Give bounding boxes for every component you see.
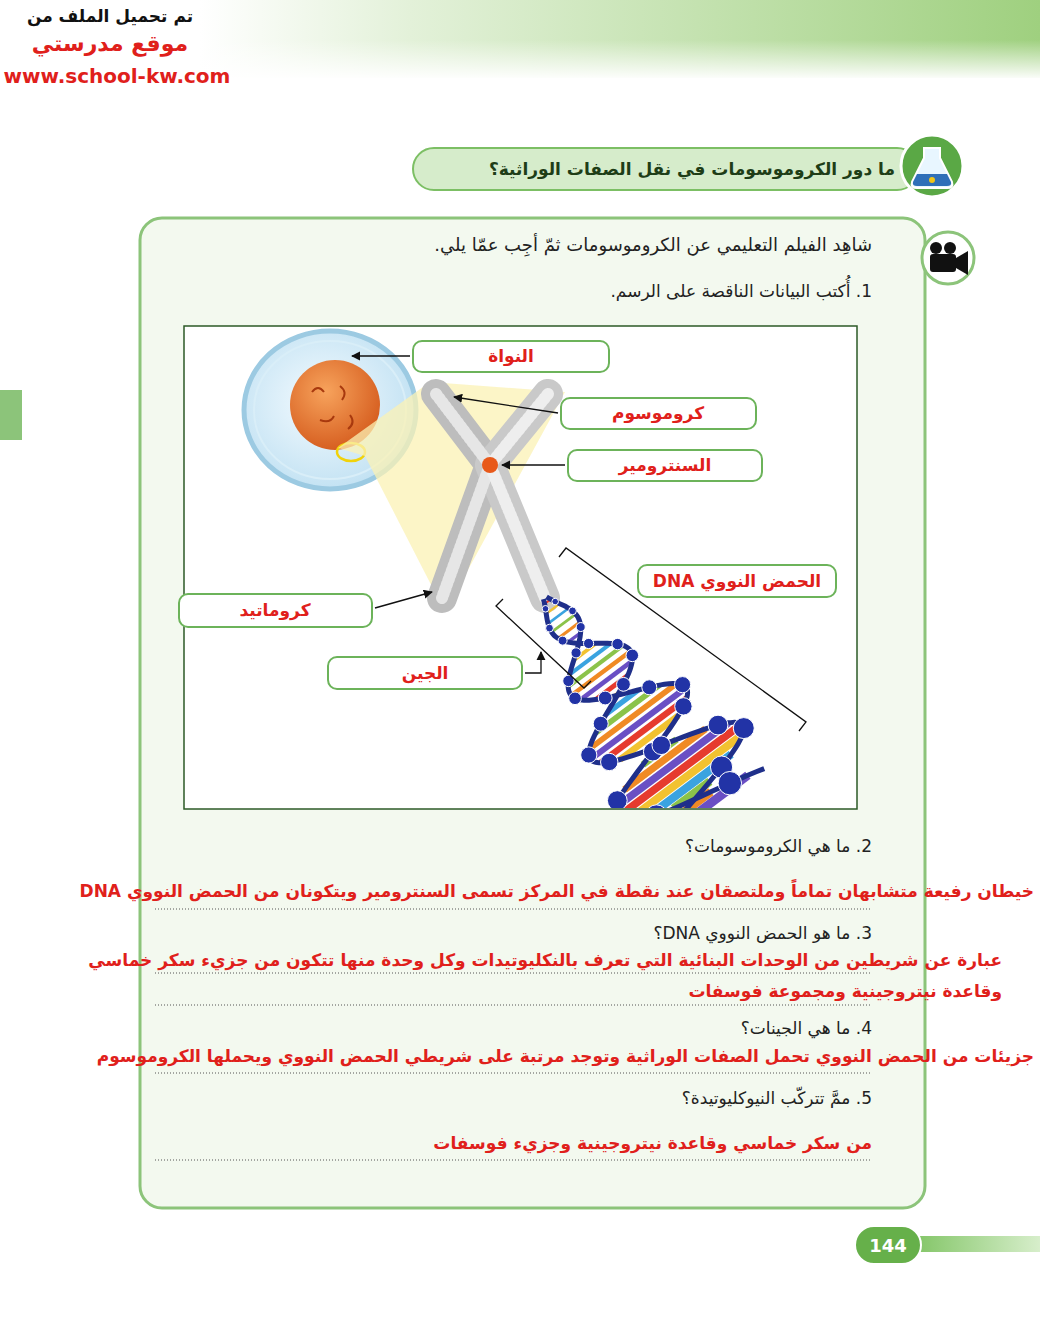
question: 5. ممَّ تتركّب النيوكليوتيدة؟	[300, 1086, 872, 1111]
dotted-line	[155, 909, 870, 910]
page-number-text: 144	[865, 1235, 911, 1256]
watermark: www.school-kw.com	[3, 62, 231, 91]
sugar-phosphate	[626, 649, 639, 662]
sugar-phosphate	[601, 753, 618, 770]
header-band	[413, 148, 918, 190]
sugar-phosphate	[542, 605, 549, 612]
dotted-line	[155, 973, 870, 974]
dotted-line	[155, 1160, 870, 1161]
question: 2. ما هي الكروموسومات؟	[300, 834, 872, 859]
camera-lens	[956, 251, 968, 275]
camera-reel	[930, 242, 942, 254]
part-label: الحمض النووي DNA	[649, 571, 825, 591]
label-box: الجين	[327, 656, 523, 690]
instruction: شاهِد الفيلم التعليمي عن الكروموسومات ثم…	[300, 232, 872, 258]
page-bar	[905, 1236, 1040, 1252]
flask-liquid	[913, 174, 951, 186]
base-pair	[571, 651, 630, 696]
leader-line	[375, 592, 432, 608]
flask-icon	[912, 148, 953, 188]
header-icon	[901, 135, 963, 197]
side-tab	[0, 390, 22, 440]
question: 3. ما هو الحمض النووي DNA؟	[300, 921, 872, 946]
sugar-phosphate	[708, 715, 728, 735]
sugar-phosphate	[645, 805, 667, 808]
camera-body	[930, 254, 956, 272]
sugar-phosphate	[612, 638, 623, 649]
flask-bubble	[929, 177, 935, 183]
sugar-phosphate	[569, 692, 582, 705]
dna-strand	[543, 599, 743, 808]
part-label: كروموسوم	[608, 403, 708, 423]
part-label: النواة	[484, 346, 538, 366]
watermark: تم تحميل الملف من	[10, 4, 210, 29]
sugar-phosphate	[571, 648, 581, 658]
watermark: موقع مدرستي	[10, 28, 210, 60]
sugar-phosphate	[558, 636, 567, 645]
figure-frame	[184, 326, 857, 809]
chromatid-coil	[490, 394, 548, 598]
sugar-phosphate	[642, 680, 657, 695]
zoom-projection	[338, 382, 565, 612]
leader-line	[525, 652, 541, 673]
answer: من سكر خماسي وقاعدة نيتروجينية وجزيء فوس…	[300, 1131, 872, 1156]
dna-helix	[542, 597, 764, 808]
sugar-phosphate	[674, 677, 690, 693]
label-box: كروموسوم	[560, 397, 757, 430]
leader-line	[502, 464, 565, 465]
part-label: الجين	[398, 663, 453, 683]
leader-line	[352, 355, 410, 356]
answer: خيطان رفيعة متشابهان تماماً وملتصقان عند…	[18, 879, 1034, 904]
answer: عبارة عن شريطين من الوحدات البنائية التي…	[28, 945, 1002, 1007]
page-number: 144	[854, 1225, 922, 1265]
sugar-phosphate	[652, 736, 671, 755]
sugar-phosphate	[593, 716, 608, 731]
label-box: الحمض النووي DNA	[637, 564, 837, 598]
header-title: ما دور الكروموسومات في نقل الصفات الوراث…	[420, 150, 895, 188]
top-band-fade	[200, 40, 1040, 80]
dna-strand	[547, 597, 765, 808]
chromatin	[312, 386, 353, 429]
part-label: السنترومير	[615, 455, 716, 475]
leaders	[352, 356, 806, 731]
question: 4. ما هي الجينات؟	[300, 1016, 872, 1041]
sugar-phosphate	[546, 624, 554, 632]
dotted-line	[155, 1073, 870, 1074]
sugar-phosphate	[617, 677, 631, 691]
sugar-phosphate	[733, 718, 754, 739]
label-box: كروماتيد	[178, 593, 373, 628]
chromatid-coil	[436, 394, 490, 598]
sugar-phosphate	[552, 598, 559, 605]
chromosome	[436, 394, 548, 598]
centromere	[482, 457, 498, 473]
sugar-phosphate	[598, 691, 612, 705]
sugar-phosphate	[569, 607, 577, 615]
sugar-phosphate	[675, 698, 692, 715]
sugar-phosphate	[607, 791, 627, 808]
part-label: كروماتيد	[235, 600, 314, 620]
label-box: النواة	[412, 340, 610, 373]
sugar-phosphate	[576, 623, 585, 632]
chromatid	[436, 394, 490, 598]
leader-line	[454, 397, 558, 413]
camera-badge	[922, 232, 974, 284]
chromatid	[490, 394, 548, 598]
sugar-phosphate	[581, 747, 597, 763]
sugar-phosphate	[718, 771, 741, 794]
question: 1. أُكتب البيانات الناقصة على الرسم.	[300, 279, 872, 304]
label-box: السنترومير	[567, 449, 763, 482]
camera-reel	[944, 242, 956, 254]
sugar-phosphate	[583, 638, 593, 648]
dotted-line	[155, 1005, 870, 1006]
answer: جزيئات من الحمض النووي تحمل الصفات الورا…	[18, 1044, 1034, 1069]
